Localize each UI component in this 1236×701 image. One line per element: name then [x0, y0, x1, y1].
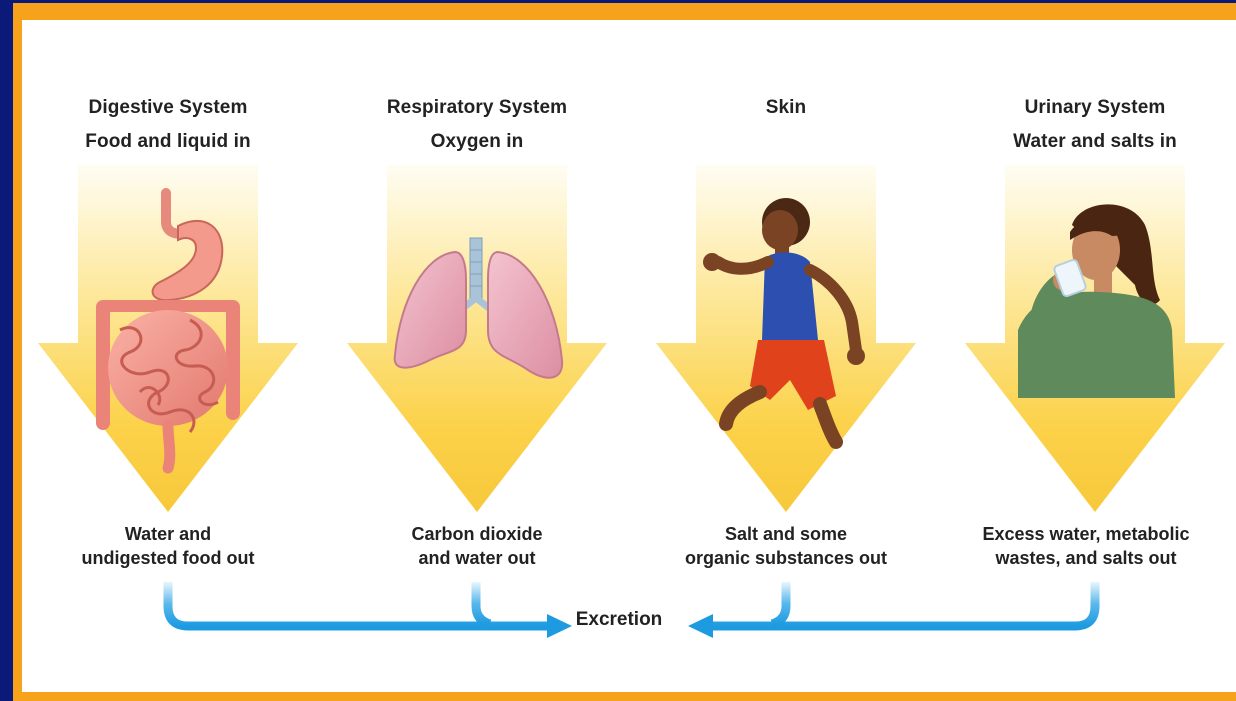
- column-header-skin: Skin: [656, 91, 916, 125]
- output-line: undigested food out: [18, 546, 318, 570]
- system-name: Urinary System: [965, 91, 1225, 125]
- output-label-skin: Salt and some organic substances out: [636, 522, 936, 570]
- output-line: Carbon dioxide: [327, 522, 627, 546]
- output-line: Water and: [18, 522, 318, 546]
- output-line: Salt and some: [636, 522, 936, 546]
- input-label: Oxygen in: [347, 125, 607, 159]
- output-line: organic substances out: [636, 546, 936, 570]
- output-line: Excess water, metabolic: [936, 522, 1236, 546]
- output-line: and water out: [327, 546, 627, 570]
- excretion-label: Excretion: [574, 608, 664, 632]
- output-label-respiratory: Carbon dioxide and water out: [327, 522, 627, 570]
- system-name: Respiratory System: [347, 91, 607, 125]
- column-header-digestive: Digestive System Food and liquid in: [38, 91, 298, 159]
- input-label: Water and salts in: [965, 125, 1225, 159]
- column-header-urinary: Urinary System Water and salts in: [965, 91, 1225, 159]
- output-line: wastes, and salts out: [936, 546, 1236, 570]
- system-name: Skin: [656, 91, 916, 125]
- input-label: Food and liquid in: [38, 125, 298, 159]
- output-label-urinary: Excess water, metabolic wastes, and salt…: [936, 522, 1236, 570]
- output-label-digestive: Water and undigested food out: [18, 522, 318, 570]
- system-name: Digestive System: [38, 91, 298, 125]
- column-header-respiratory: Respiratory System Oxygen in: [347, 91, 607, 159]
